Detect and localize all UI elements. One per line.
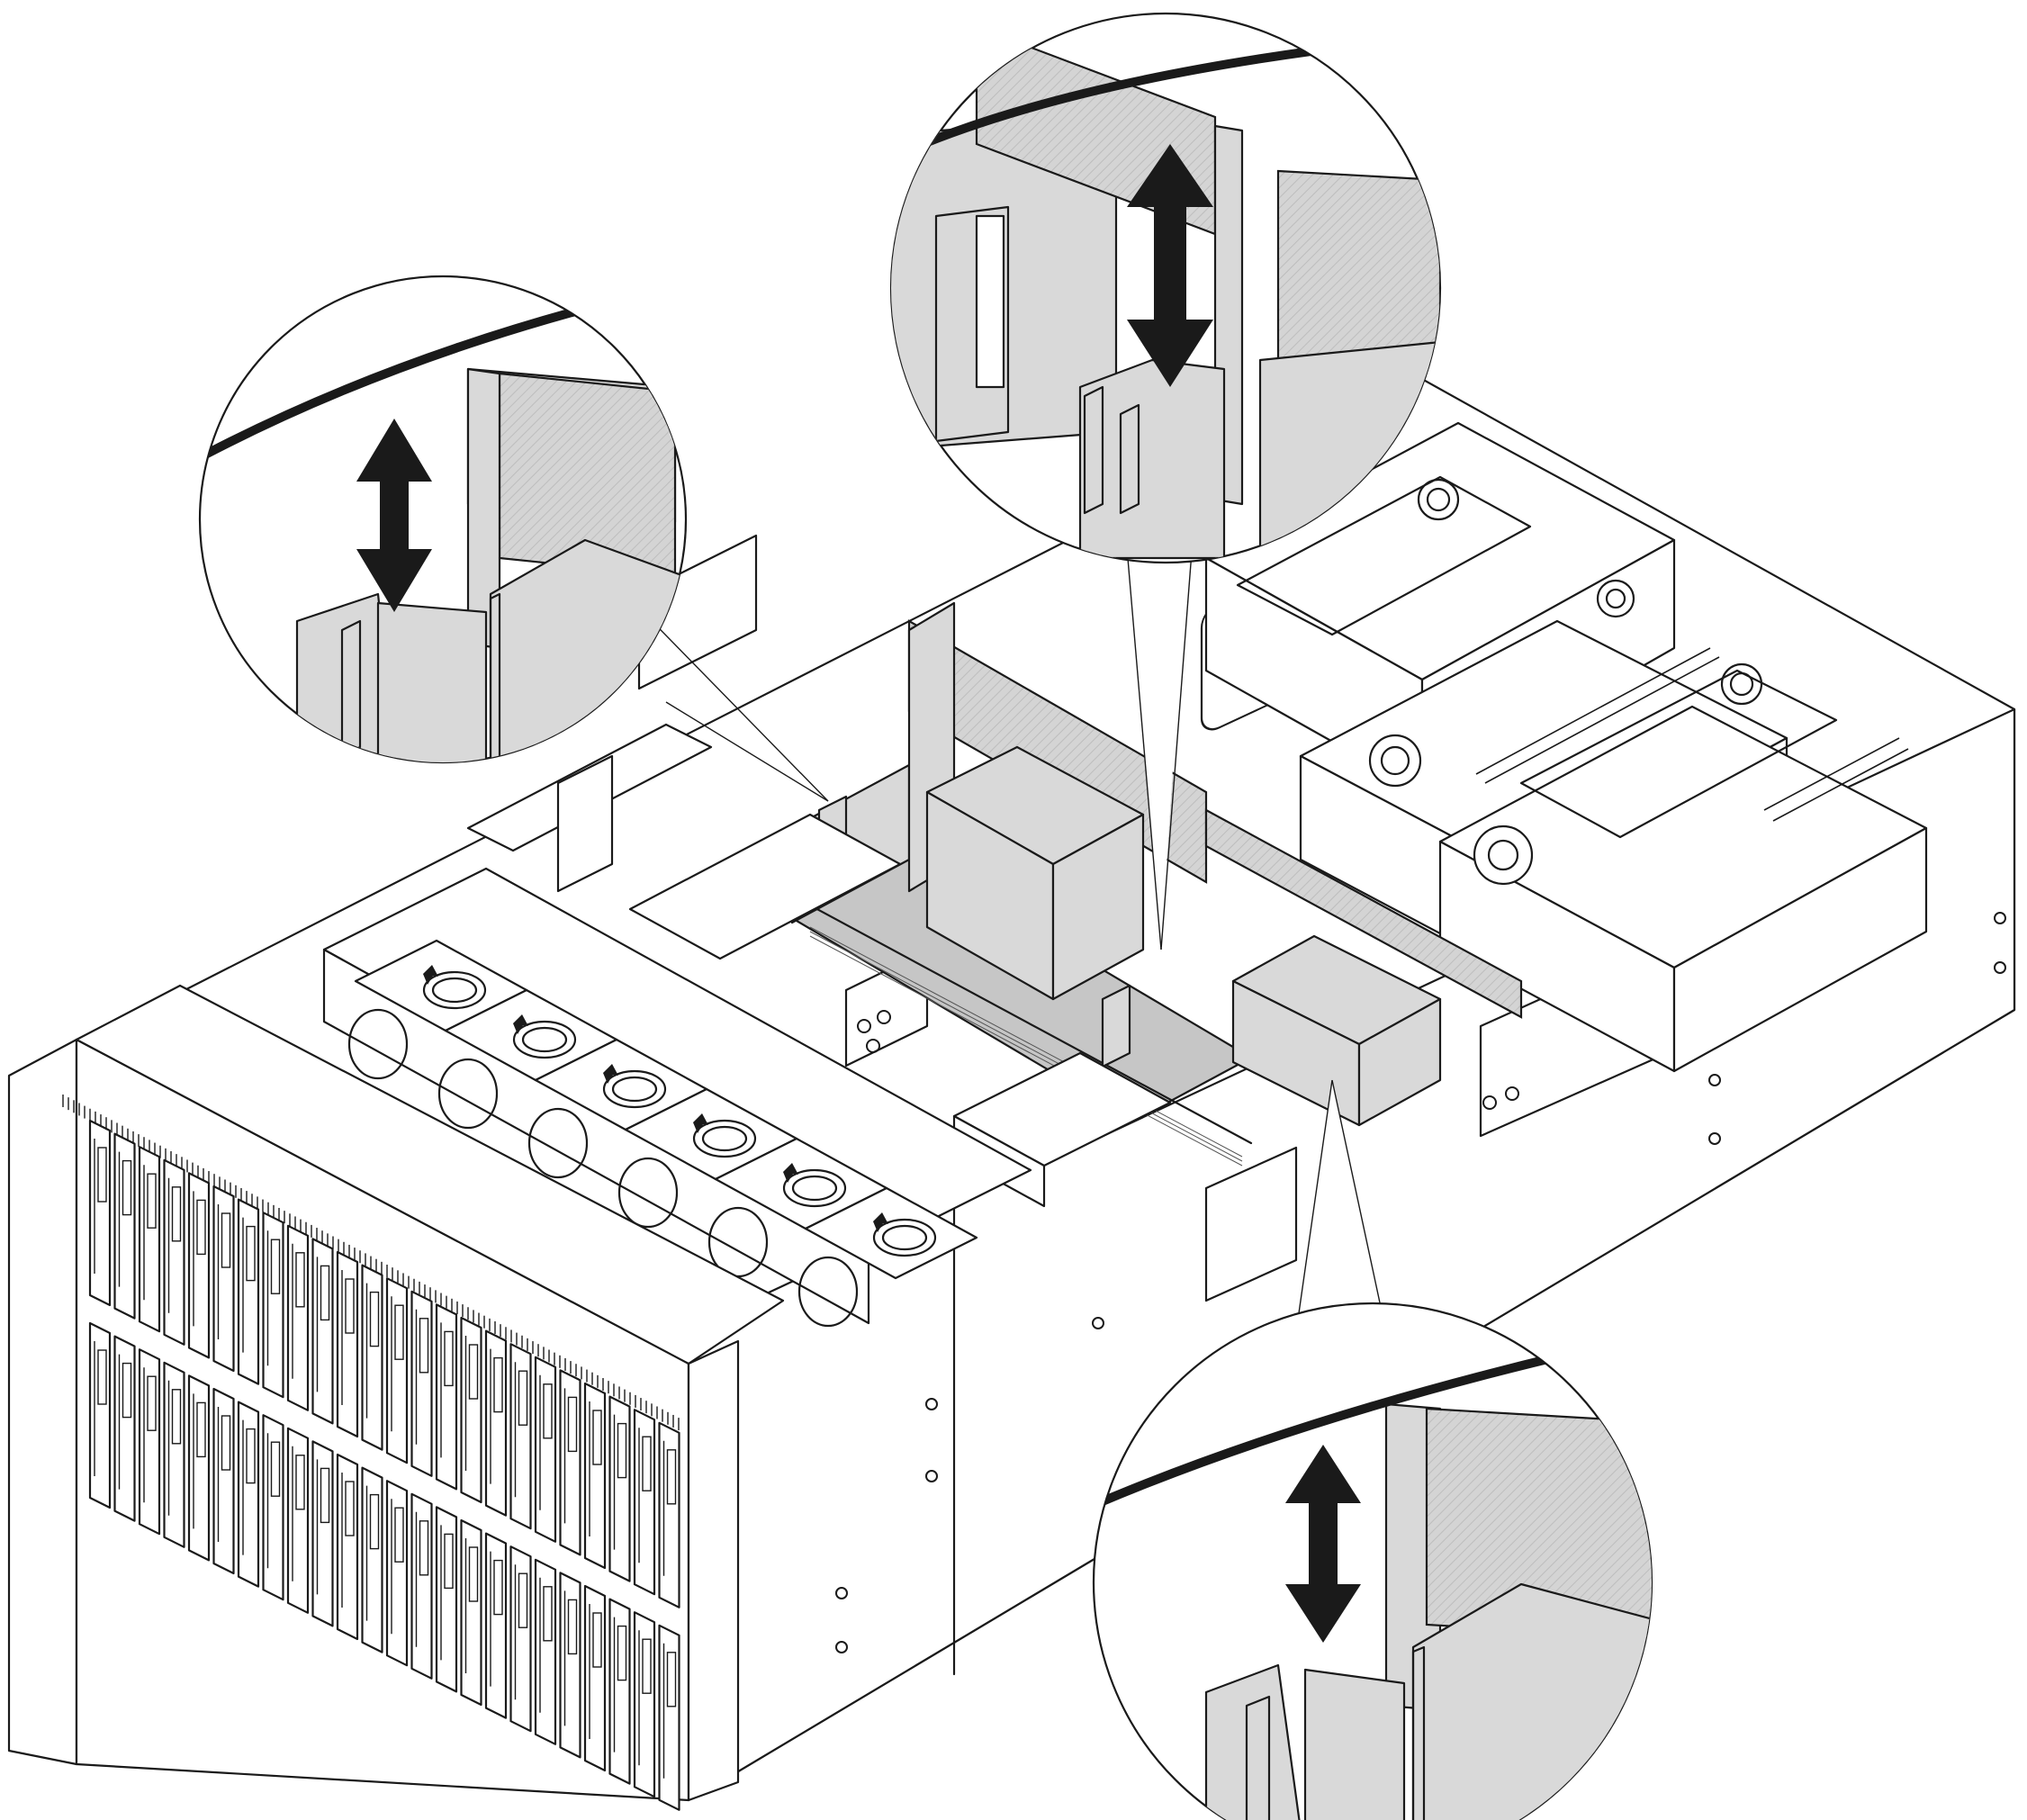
drive-bay <box>336 1453 359 1641</box>
drive-bay <box>311 1440 334 1627</box>
drive-bay <box>262 1414 284 1601</box>
double-arrow-icon <box>356 419 432 612</box>
drive-bay <box>311 1238 334 1425</box>
drive-bay <box>608 1395 631 1582</box>
fan-module <box>707 1137 888 1278</box>
drive-bay <box>385 1480 409 1667</box>
drive-bay <box>484 1532 508 1719</box>
drive-bay <box>583 1382 607 1570</box>
drive-bay <box>113 1335 136 1522</box>
callout-left <box>198 275 688 764</box>
drive-bay <box>212 1185 235 1373</box>
air-baffle <box>790 601 1523 1167</box>
drive-bay <box>633 1611 656 1798</box>
pcie-riser-cages <box>1204 421 1928 1073</box>
front-drive-bays <box>7 984 785 1811</box>
drive-bay <box>237 1198 260 1385</box>
drive-bay <box>559 1572 581 1759</box>
drive-bay <box>361 1466 383 1653</box>
drive-bay <box>435 1303 458 1491</box>
fan-module <box>437 988 618 1130</box>
left-rack-ear <box>7 1038 78 1766</box>
drive-bay <box>88 1119 112 1307</box>
drive-bay <box>113 1132 136 1320</box>
drive-bay <box>658 1624 680 1811</box>
right-rack-ear <box>687 1339 740 1802</box>
drive-bay <box>163 1361 185 1548</box>
drive-bay <box>484 1329 508 1517</box>
drive-bay <box>187 1374 211 1562</box>
double-arrow-icon <box>1285 1445 1361 1643</box>
drive-bay <box>608 1598 631 1785</box>
drive-bay <box>435 1506 458 1693</box>
drive-bay <box>410 1290 433 1477</box>
drive-bay <box>385 1277 409 1464</box>
drive-bay <box>163 1158 185 1346</box>
drive-bay <box>286 1427 310 1614</box>
drive-bay <box>534 1558 557 1745</box>
callout-leaders <box>625 522 1387 1333</box>
drive-bay <box>633 1409 656 1596</box>
fan-module <box>797 1186 978 1328</box>
drive-bay <box>460 1518 482 1707</box>
drive-bay <box>286 1224 310 1411</box>
drive-bay <box>138 1146 161 1333</box>
drive-bay <box>361 1264 383 1451</box>
drive-bay <box>237 1401 260 1588</box>
drive-bay <box>262 1212 284 1399</box>
side-plate-3 <box>1204 1146 1298 1302</box>
drive-bay <box>583 1584 607 1772</box>
fan-cage <box>322 867 1032 1328</box>
callout-top <box>889 12 1442 564</box>
drive-bay <box>336 1250 359 1438</box>
drive-bay <box>658 1421 680 1608</box>
drive-bay <box>559 1369 581 1556</box>
fan-module <box>527 1038 708 1179</box>
fan-modules <box>347 939 978 1328</box>
drive-bay <box>88 1321 112 1509</box>
drive-bay <box>187 1172 211 1359</box>
drive-bay <box>212 1387 235 1575</box>
drive-bay <box>509 1545 532 1733</box>
double-arrow-icon <box>1127 144 1213 387</box>
drive-bay <box>509 1343 532 1530</box>
drive-bay <box>460 1316 482 1504</box>
drive-bay <box>534 1356 557 1543</box>
drive-bay <box>410 1492 433 1680</box>
drive-bay <box>138 1348 161 1536</box>
callout-bottom-right <box>1092 1302 1653 1820</box>
